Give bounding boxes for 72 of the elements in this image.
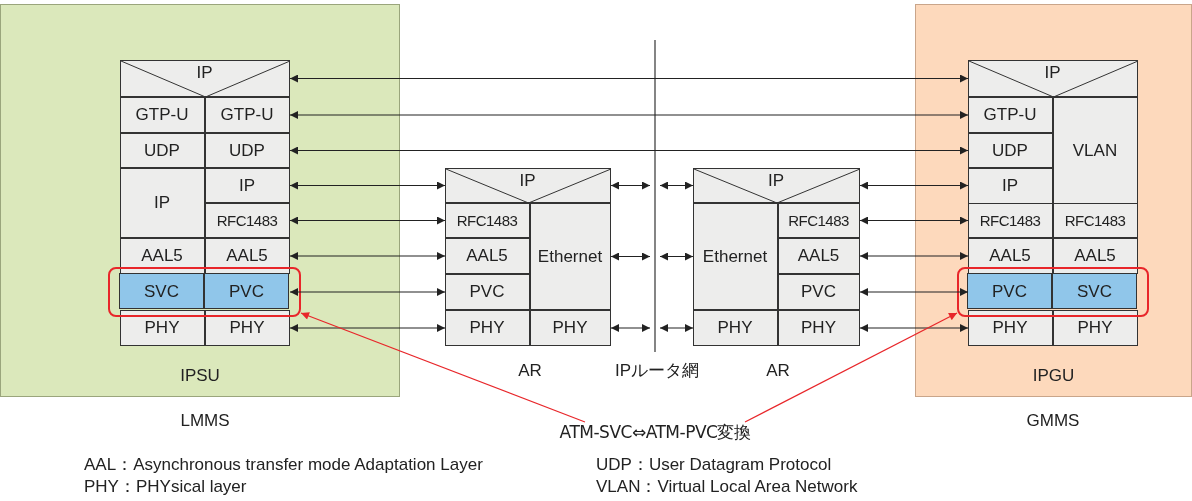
device-panel <box>915 4 1192 397</box>
highlight-frame <box>108 267 301 317</box>
protocol-layer-cell: PHY <box>444 309 530 346</box>
arrow <box>859 324 969 332</box>
protocol-layer-cell: GTP-U <box>119 96 205 133</box>
node-caption: AR <box>517 360 543 382</box>
arrow <box>659 181 694 190</box>
protocol-layer-cell: IP <box>967 167 1053 204</box>
protocol-layer-cell: PVC <box>967 273 1052 309</box>
arrow <box>289 146 969 155</box>
protocol-layer-cell: RFC1483 <box>444 202 530 238</box>
protocol-layer-cell: RFC1483 <box>967 202 1053 238</box>
abbreviation-note: VLAN：Virtual Local Area Network <box>596 476 859 498</box>
protocol-layer-cell: UDP <box>119 132 205 168</box>
protocol-layer-cell: UDP <box>204 132 290 168</box>
protocol-layer-cell: PVC <box>204 273 289 309</box>
abbreviation-note: PHY：PHYsical layer <box>84 476 248 498</box>
abbreviation-note: UDP：User Datagram Protocol <box>596 454 833 476</box>
node-caption: AR <box>765 360 791 382</box>
arrow <box>610 181 651 190</box>
protocol-layer-cell: IP <box>444 167 611 203</box>
protocol-layer-cell: VLAN <box>1052 96 1138 204</box>
protocol-layer-cell: PHY <box>529 309 611 346</box>
arrow <box>289 74 969 83</box>
protocol-layer-cell: GTP-U <box>967 96 1053 133</box>
arrow <box>859 252 969 260</box>
device-panel <box>0 4 400 397</box>
arrow <box>610 324 651 332</box>
protocol-layer-cell: PVC <box>777 273 860 310</box>
arrow <box>659 252 694 261</box>
system-label: LMMS <box>179 410 231 432</box>
protocol-layer-cell: GTP-U <box>204 96 290 133</box>
protocol-layer-cell: IP <box>967 59 1138 97</box>
protocol-layer-cell: AAL5 <box>444 237 530 274</box>
highlight-frame <box>957 267 1149 317</box>
arrow <box>289 288 446 296</box>
device-label: IPSU <box>179 365 221 387</box>
protocol-layer-cell: PHY <box>119 309 205 346</box>
protocol-layer-cell: PHY <box>692 309 778 346</box>
protocol-layer-cell: PHY <box>967 309 1053 346</box>
protocol-layer-cell: AAL5 <box>777 237 860 274</box>
arrow <box>289 111 969 119</box>
protocol-layer-cell: PVC <box>444 273 530 310</box>
system-label: GMMS <box>1025 410 1081 432</box>
protocol-layer-cell: IP <box>119 167 205 238</box>
protocol-layer-cell: RFC1483 <box>777 202 860 238</box>
arrow <box>859 216 969 225</box>
arrow <box>289 324 446 332</box>
protocol-layer-cell: UDP <box>967 132 1053 168</box>
arrow <box>289 216 446 225</box>
protocol-layer-cell: PHY <box>204 309 290 346</box>
leader-line <box>744 312 958 423</box>
arrow <box>610 252 651 261</box>
protocol-layer-cell: IP <box>692 167 860 203</box>
protocol-layer-cell: IP <box>204 167 290 203</box>
protocol-layer-cell: Ethernet <box>529 202 611 310</box>
arrow <box>289 252 446 260</box>
protocol-layer-cell: RFC1483 <box>204 202 290 238</box>
protocol-layer-cell: PHY <box>1052 309 1138 346</box>
leader-line <box>300 312 586 423</box>
protocol-layer-cell: SVC <box>119 273 204 309</box>
protocol-layer-cell: SVC <box>1052 273 1137 309</box>
protocol-layer-cell: PHY <box>777 309 860 346</box>
protocol-layer-cell: IP <box>119 59 290 97</box>
abbreviation-note: AAL：Asynchronous transfer mode Adaptation Layer <box>84 454 484 476</box>
arrow <box>289 181 446 190</box>
protocol-layer-cell: RFC1483 <box>1052 202 1138 238</box>
protocol-layer-cell: Ethernet <box>692 202 778 310</box>
device-label: IPGU <box>1031 365 1076 387</box>
arrow <box>659 324 694 332</box>
arrow <box>859 288 969 296</box>
arrow <box>859 181 969 190</box>
